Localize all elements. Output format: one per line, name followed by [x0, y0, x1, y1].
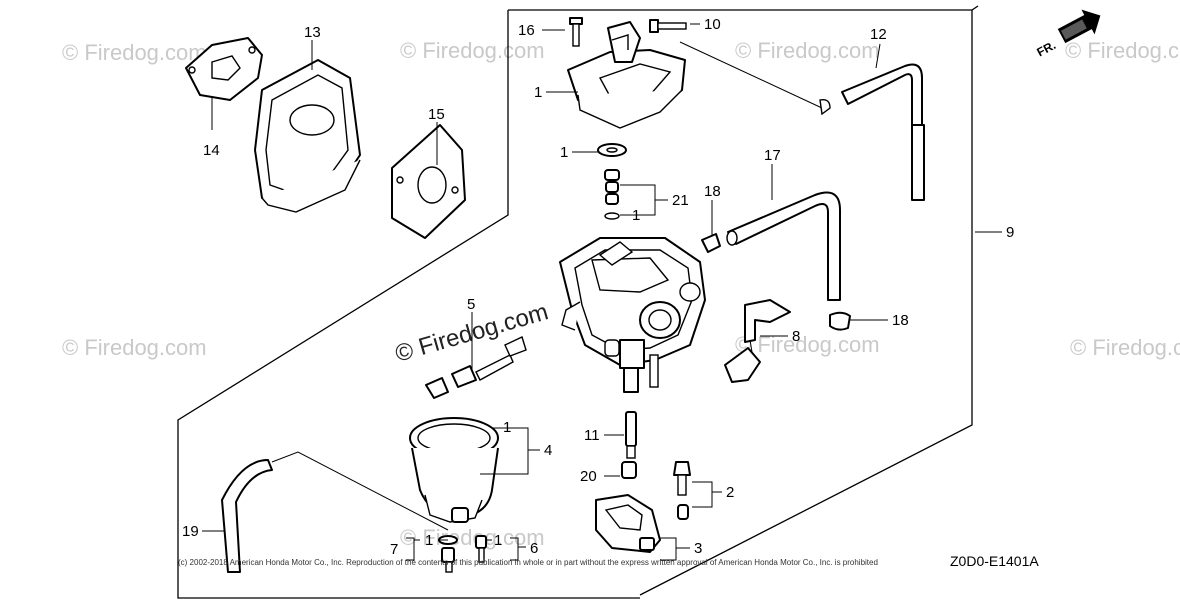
screw [649, 19, 687, 33]
watermark: © Firedog.com [400, 38, 545, 63]
callout: 14 [203, 142, 220, 159]
callout: 21 [672, 192, 689, 209]
callout: 6 [530, 540, 538, 557]
callout: 9 [1006, 224, 1014, 241]
callout: 20 [580, 468, 597, 485]
float [595, 494, 661, 553]
callout: 19 [182, 523, 199, 540]
watermark: © Firedog.com [1070, 335, 1180, 360]
callout: 15 [428, 106, 445, 123]
callout: 18 [892, 312, 909, 329]
tube-clip [701, 233, 721, 253]
choke-lever [724, 299, 791, 383]
callout-numbers: 13 14 15 16 10 12 1 1 21 1 18 17 9 5 8 1… [182, 16, 1014, 558]
carburetor-insulator [254, 59, 361, 213]
watermark: © Firedog.com [735, 332, 880, 357]
watermark: © Firedog.com [1065, 38, 1180, 63]
callout: 17 [764, 147, 781, 164]
callout: 3 [694, 540, 702, 557]
callout: 1 [503, 419, 511, 436]
callout: 18 [704, 183, 721, 200]
callout: 1 [534, 84, 542, 101]
callout: 16 [518, 22, 535, 39]
callout: 1 [632, 207, 640, 224]
leader-lines [202, 23, 1002, 561]
main-jet [621, 461, 637, 479]
fuel-tube [679, 41, 925, 201]
front-label: FR. [1035, 38, 1059, 59]
copyright-notice: (c) 2002-2018 American Honda Motor Co., … [178, 558, 878, 567]
callout: 1 [560, 144, 568, 161]
assembly-frame [177, 5, 979, 599]
pilot-screw [425, 336, 527, 399]
callout: 12 [870, 26, 887, 43]
callout: 10 [704, 16, 721, 33]
watermark: © Firedog.com [400, 525, 545, 550]
screw [569, 17, 583, 47]
callout: 8 [792, 328, 800, 345]
watermark: © Firedog.com [62, 335, 207, 360]
bowl-screw [475, 535, 487, 563]
callout: 13 [304, 24, 321, 41]
callout: 1 [425, 532, 433, 549]
insulator-gasket [185, 37, 263, 101]
drain-tube [221, 459, 273, 573]
callout: 5 [467, 296, 475, 313]
tube-clip [829, 311, 851, 331]
callout: 1 [494, 532, 502, 549]
jet-assembly [604, 169, 620, 220]
callout: 7 [390, 541, 398, 558]
carburetor-gasket [391, 124, 466, 239]
front-arrow-icon [1057, 9, 1101, 44]
leader-line [271, 451, 449, 531]
watermark: © Firedog.com [62, 40, 207, 65]
carburetor-body [559, 237, 706, 393]
main-nozzle [625, 411, 637, 459]
diagram-code: Z0D0-E1401A [950, 553, 1039, 569]
fuel-tube [726, 191, 841, 301]
float-bowl [409, 417, 499, 523]
float-valve [673, 461, 691, 520]
seal [597, 143, 627, 157]
callout: 4 [544, 442, 552, 459]
carburetor-top-cover [567, 21, 686, 129]
watermark: © Firedog.com [735, 38, 880, 63]
drain-screw [438, 535, 458, 573]
callout: 11 [584, 427, 600, 444]
callout: 2 [726, 484, 734, 501]
